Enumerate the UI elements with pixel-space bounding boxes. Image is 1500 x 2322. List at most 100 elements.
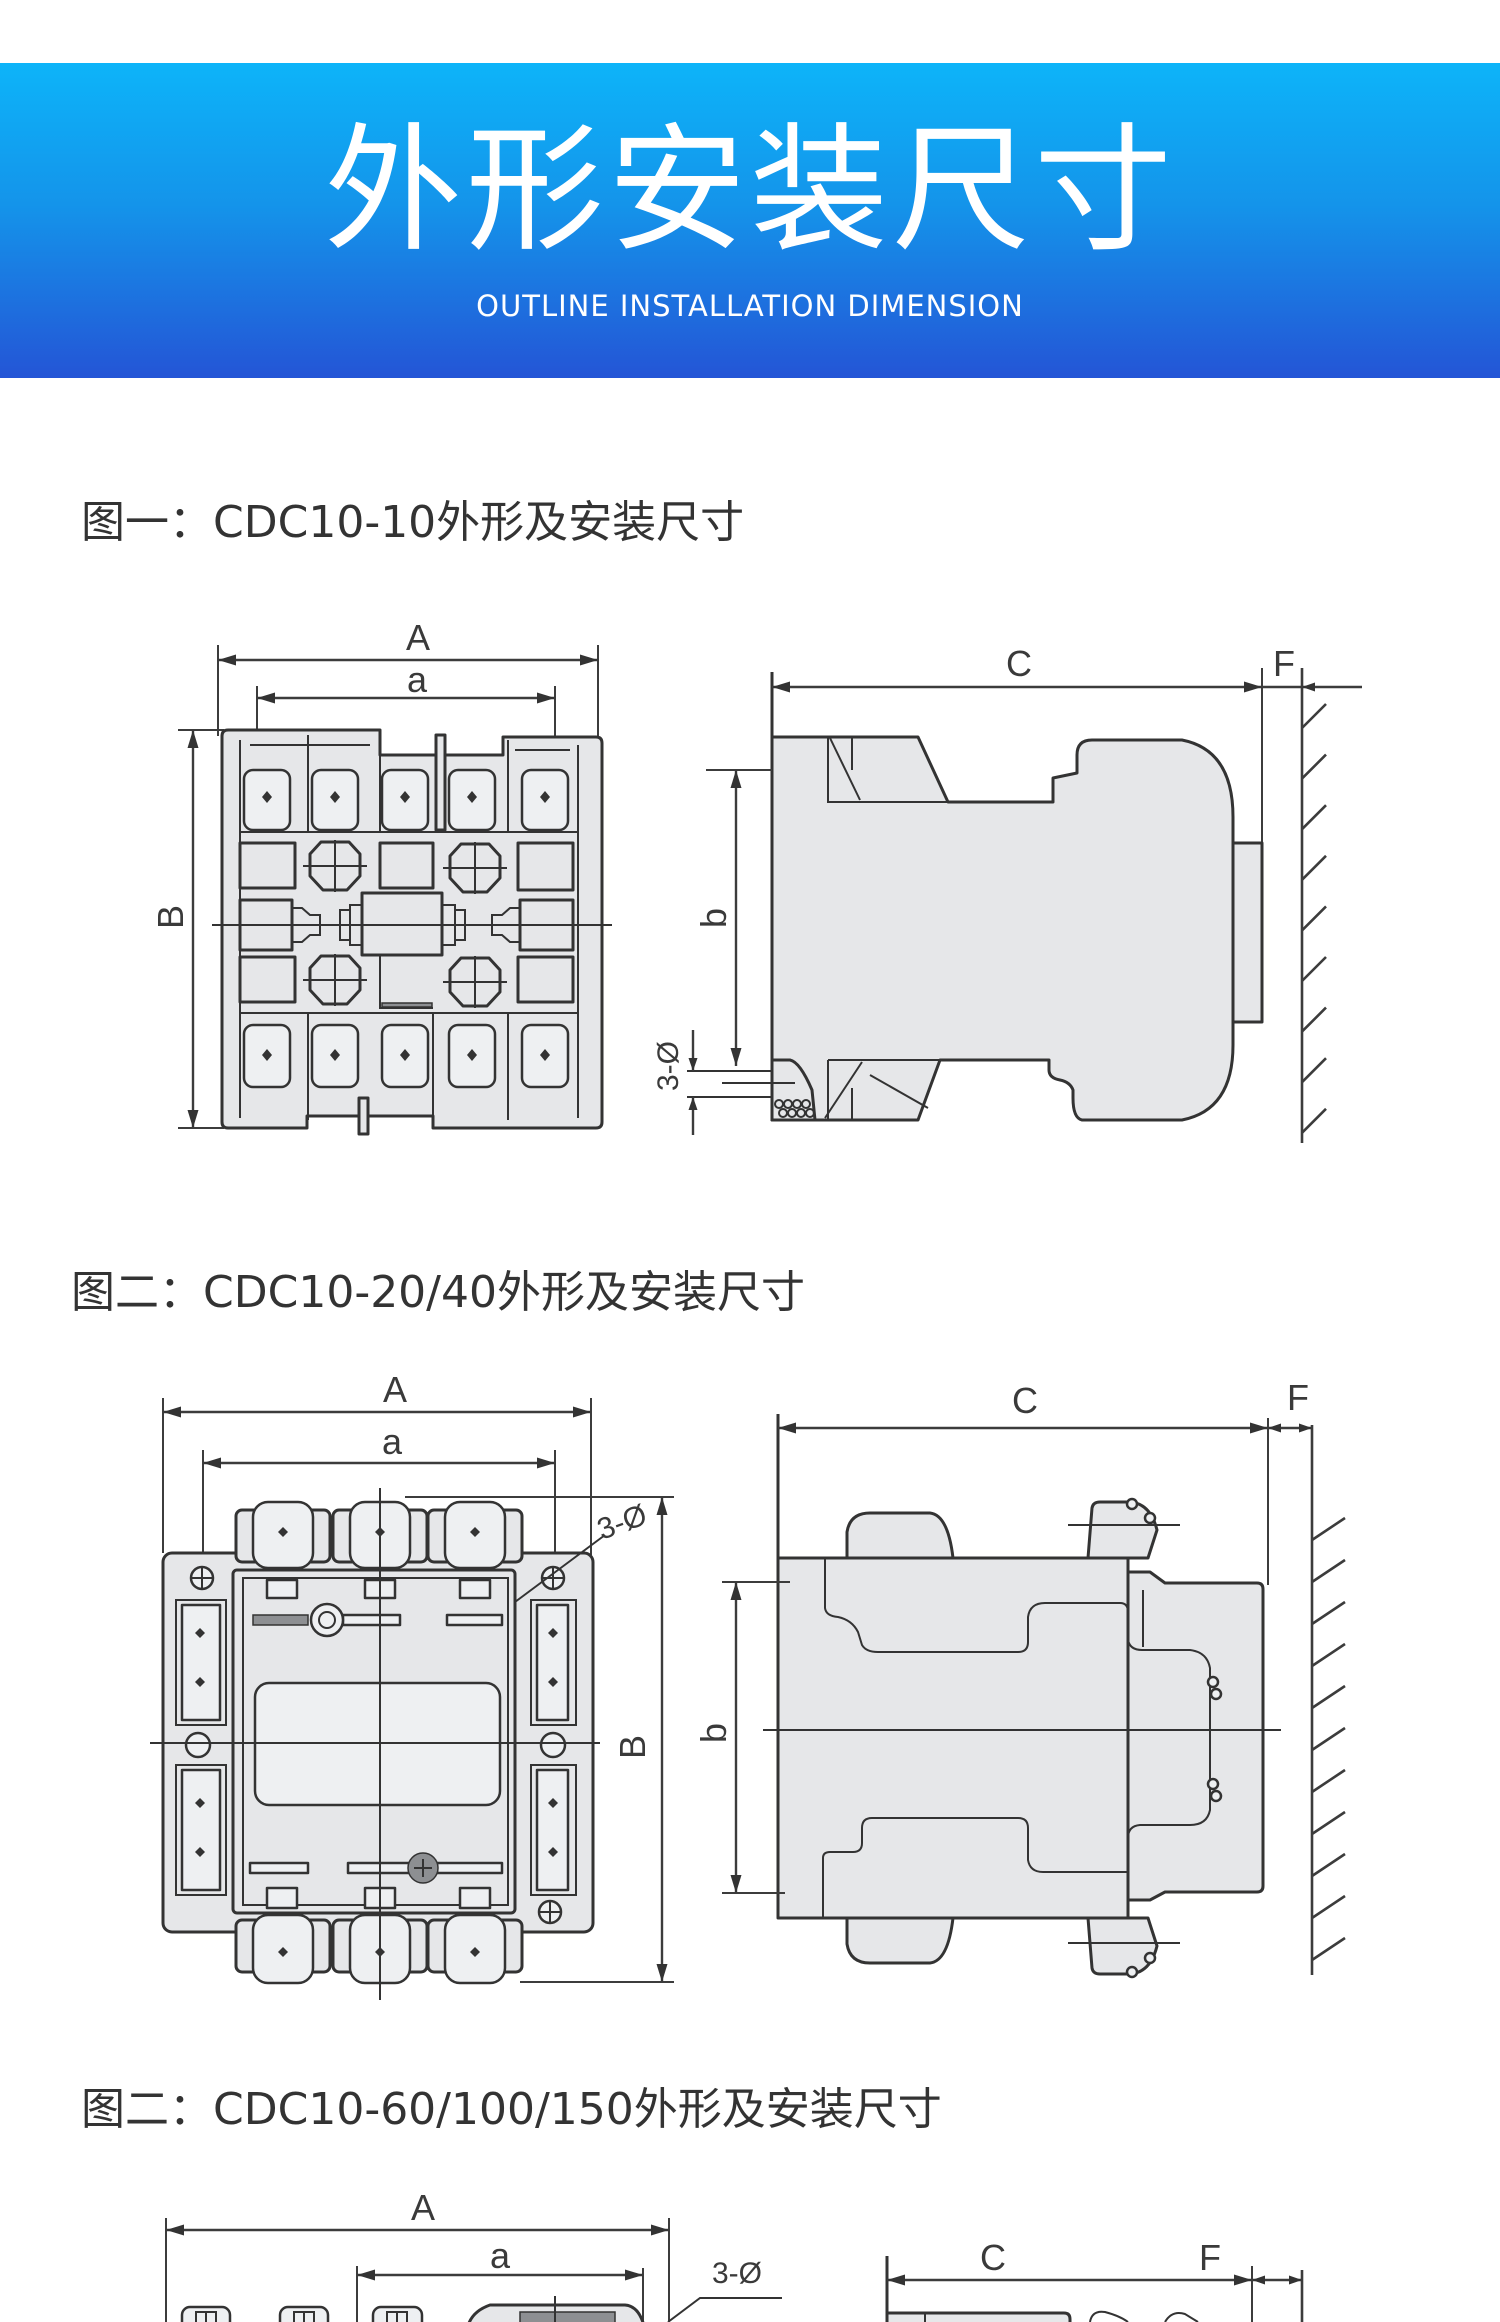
arrowhead bbox=[257, 692, 275, 704]
dimension-label-b: b bbox=[693, 908, 734, 928]
top-terminal-side bbox=[845, 1511, 955, 1560]
contactor-body-side bbox=[885, 2311, 1072, 2322]
slot bbox=[180, 1603, 222, 1722]
tab bbox=[458, 1578, 492, 1600]
bottom-terminal-row bbox=[242, 1023, 570, 1089]
bar bbox=[435, 1861, 504, 1875]
arrowhead bbox=[730, 1875, 742, 1893]
terminal-screw-dot bbox=[278, 1947, 288, 1957]
boss-cross bbox=[443, 842, 507, 894]
foot-hatching bbox=[774, 1099, 815, 1118]
arrowhead bbox=[537, 1457, 555, 1469]
terminal-screw-dot bbox=[540, 1049, 550, 1061]
screw-dot bbox=[548, 1628, 558, 1638]
block bbox=[378, 841, 435, 890]
terminal-screw-dot bbox=[470, 1527, 480, 1537]
slot-frame bbox=[175, 1599, 227, 1726]
bar bbox=[445, 1613, 504, 1627]
wall-hatching bbox=[1311, 1516, 1346, 1962]
inner-detail-lines bbox=[824, 737, 948, 1120]
terminal-screw-dot bbox=[278, 1527, 288, 1537]
arrowhead bbox=[218, 654, 236, 666]
hole-leader-line bbox=[514, 1534, 606, 1603]
bottom-bolt bbox=[1086, 1916, 1159, 1976]
arrowhead bbox=[357, 2269, 375, 2281]
bar bbox=[248, 1861, 310, 1875]
mounting-screw bbox=[540, 1565, 566, 1591]
core-lower-contour bbox=[822, 1817, 1128, 1918]
boss-cross bbox=[303, 954, 367, 1006]
contactor-body-side bbox=[770, 735, 1235, 1122]
dimension-label-B: B bbox=[612, 1735, 653, 1759]
banner-title: 外形安装尺寸 bbox=[323, 110, 1176, 271]
terminal-screw-dot bbox=[400, 791, 410, 803]
boss-cross bbox=[303, 840, 367, 892]
arrowhead bbox=[580, 654, 598, 666]
arrowhead bbox=[730, 1048, 742, 1066]
terminal-screw-dot bbox=[467, 1049, 477, 1061]
terminal-screw-dot bbox=[262, 791, 272, 803]
mounting-hole bbox=[184, 1731, 212, 1759]
screw-dot bbox=[548, 1798, 558, 1808]
arrowhead bbox=[1268, 1423, 1281, 1433]
screw-cross bbox=[192, 1568, 212, 1588]
arrowhead bbox=[625, 2269, 643, 2281]
screw-dot bbox=[548, 1677, 558, 1687]
block bbox=[238, 955, 297, 1004]
arrowhead bbox=[187, 730, 199, 748]
boss-cross bbox=[443, 956, 507, 1008]
arrowhead bbox=[1234, 2274, 1252, 2286]
dimension-label-b: b bbox=[693, 1723, 734, 1743]
hatch-circle bbox=[805, 1108, 815, 1118]
slot-frame bbox=[175, 1764, 227, 1896]
screw-dot bbox=[195, 1628, 205, 1638]
bolt-detail bbox=[1125, 1497, 1139, 1511]
terminal-screw-dot bbox=[540, 791, 550, 803]
dimension-label-A: A bbox=[411, 2187, 435, 2228]
block bbox=[516, 841, 575, 892]
dimension-label-C: C bbox=[980, 2237, 1006, 2278]
bolt-detail bbox=[1125, 1965, 1139, 1979]
terminal-screw-dot bbox=[262, 1049, 272, 1061]
tab bbox=[458, 1886, 492, 1910]
screw-dot bbox=[195, 1847, 205, 1857]
arrowhead bbox=[772, 681, 790, 693]
slot bbox=[535, 1603, 570, 1722]
mounting-plate bbox=[1126, 1570, 1265, 1902]
screw-dot bbox=[195, 1677, 205, 1687]
mounting-screw bbox=[189, 1565, 215, 1591]
figure-3-front-view: A a 3-Ø bbox=[165, 2187, 782, 2322]
hole-label: 3-Ø bbox=[712, 2257, 762, 2290]
terminal-screw-dot bbox=[467, 791, 477, 803]
dimension-label-F: F bbox=[1273, 643, 1295, 684]
hole-label: 3-Ø bbox=[652, 1041, 685, 1091]
bolt-detail bbox=[1143, 1951, 1157, 1965]
bottom-pin bbox=[357, 1096, 370, 1136]
arrowhead bbox=[730, 1582, 742, 1600]
coil-bolt bbox=[1209, 1789, 1223, 1803]
figure-2-side-view: C F b bbox=[693, 1377, 1346, 1979]
header-banner: 外形安装尺寸 OUTLINE INSTALLATION DIMENSION bbox=[0, 63, 1500, 378]
arrowhead bbox=[1252, 2275, 1265, 2285]
arrowhead bbox=[688, 1097, 698, 1110]
banner-subtitle: OUTLINE INSTALLATION DIMENSION bbox=[476, 289, 1024, 323]
slot-frame bbox=[530, 1764, 577, 1896]
arrowhead bbox=[651, 2224, 669, 2236]
cross-boss bbox=[443, 842, 507, 894]
arrowhead bbox=[730, 770, 742, 788]
screw-dot bbox=[548, 1847, 558, 1857]
core-upper-contour bbox=[824, 1558, 1129, 1653]
figure-3-side-view: C F bbox=[885, 2237, 1304, 2322]
hole-label: 3-Ø bbox=[593, 1498, 651, 1546]
bolt-detail bbox=[1143, 1511, 1157, 1525]
terminal-row bbox=[180, 2296, 645, 2322]
top-pin bbox=[434, 733, 447, 832]
tab bbox=[265, 1886, 299, 1910]
top-terminal-row bbox=[242, 768, 570, 832]
cover-window bbox=[519, 2311, 616, 2322]
slot-frame bbox=[530, 1599, 577, 1726]
mounting-screw bbox=[537, 1899, 563, 1925]
arrowhead bbox=[778, 1422, 796, 1434]
figure-1-front-view: A a B bbox=[150, 617, 612, 1136]
